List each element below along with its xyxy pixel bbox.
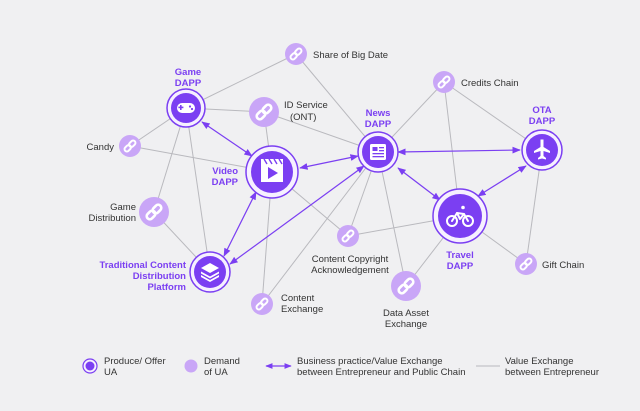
video-dapp-label-2: DAPP	[212, 177, 239, 188]
demand-node-credits-chain	[433, 71, 455, 93]
business-arrows	[201, 121, 527, 265]
game-dapp-label-1: Game	[175, 67, 201, 78]
legend-demand-label-1: Demand	[204, 356, 240, 367]
demand-node-data-asset-exchange	[391, 271, 421, 301]
dapp-node-traditional-content	[189, 251, 231, 293]
clapperboard-icon	[261, 158, 283, 182]
legend-value-label-2: between Entrepreneur	[505, 367, 599, 378]
tcd-platform-label-1: Traditional Content	[99, 260, 186, 271]
game-distribution-label-1: Game	[110, 202, 136, 213]
legend-produce-swatch	[82, 358, 98, 374]
id-service-label-1: ID Service	[284, 100, 328, 111]
demand-node-game-distribution	[139, 197, 169, 227]
content-exchange-label-2: Exchange	[281, 304, 323, 315]
ota-dapp-label-2: DAPP	[529, 116, 556, 127]
legend-produce-label-1: Produce/ Offer	[104, 356, 166, 367]
airplane-icon	[534, 139, 550, 160]
tcd-platform-label-3: Platform	[147, 282, 186, 293]
legend-demand-label-2: of UA	[204, 367, 228, 378]
legend-value-label-1: Value Exchange	[505, 356, 574, 367]
tcd-platform-label-2: Distribution	[133, 271, 186, 282]
legend-demand-swatch	[184, 359, 198, 373]
content-copyright-label-1: Content Copyright	[312, 254, 389, 265]
demand-node-content-exchange	[251, 293, 273, 315]
gift-chain-label: Gift Chain	[542, 260, 584, 271]
content-exchange-label-1: Content	[281, 293, 315, 304]
share-of-big-date-label: Share of Big Date	[313, 50, 388, 61]
newspaper-icon	[370, 144, 386, 160]
bicycle-icon	[446, 205, 474, 227]
dapp-node-ota	[521, 129, 563, 171]
dapp-node-travel	[432, 188, 488, 244]
demand-node-candy	[119, 135, 141, 157]
demand-node-share-of-big-date	[285, 43, 307, 65]
video-dapp-label-1: Video	[212, 166, 238, 177]
ota-dapp-label-1: OTA	[532, 105, 551, 116]
demand-node-content-copyright	[337, 225, 359, 247]
travel-dapp-label-1: Travel	[446, 250, 473, 261]
id-service-label-2: (ONT)	[290, 112, 316, 123]
news-dapp-label-2: DAPP	[365, 119, 392, 130]
content-copyright-label-2: Acknowledgement	[311, 265, 389, 276]
demand-node-id-service	[249, 97, 279, 127]
data-asset-exchange-label-1: Data Asset	[383, 308, 429, 319]
dapp-node-video	[245, 145, 299, 199]
demand-node-gift-chain	[515, 253, 537, 275]
legend-produce-label-2: UA	[104, 367, 118, 378]
game-distribution-label-2: Distribution	[88, 213, 136, 224]
game-dapp-label-2: DAPP	[175, 78, 202, 89]
legend: Produce/ Offer UA Demand of UA Business …	[82, 356, 599, 378]
news-dapp-label-1: News	[366, 108, 391, 119]
gamepad-icon	[177, 103, 195, 113]
data-asset-exchange-label-2: Exchange	[385, 319, 427, 330]
legend-business-label-2: between Entrepreneur and Public Chain	[297, 367, 465, 378]
dapp-node-game	[166, 88, 206, 128]
credits-chain-label: Credits Chain	[461, 78, 519, 89]
candy-label: Candy	[87, 142, 115, 153]
legend-business-label-1: Business practice/Value Exchange	[297, 356, 443, 367]
dapp-node-news	[357, 131, 399, 173]
layers-icon	[201, 263, 219, 282]
travel-dapp-label-2: DAPP	[447, 261, 474, 272]
